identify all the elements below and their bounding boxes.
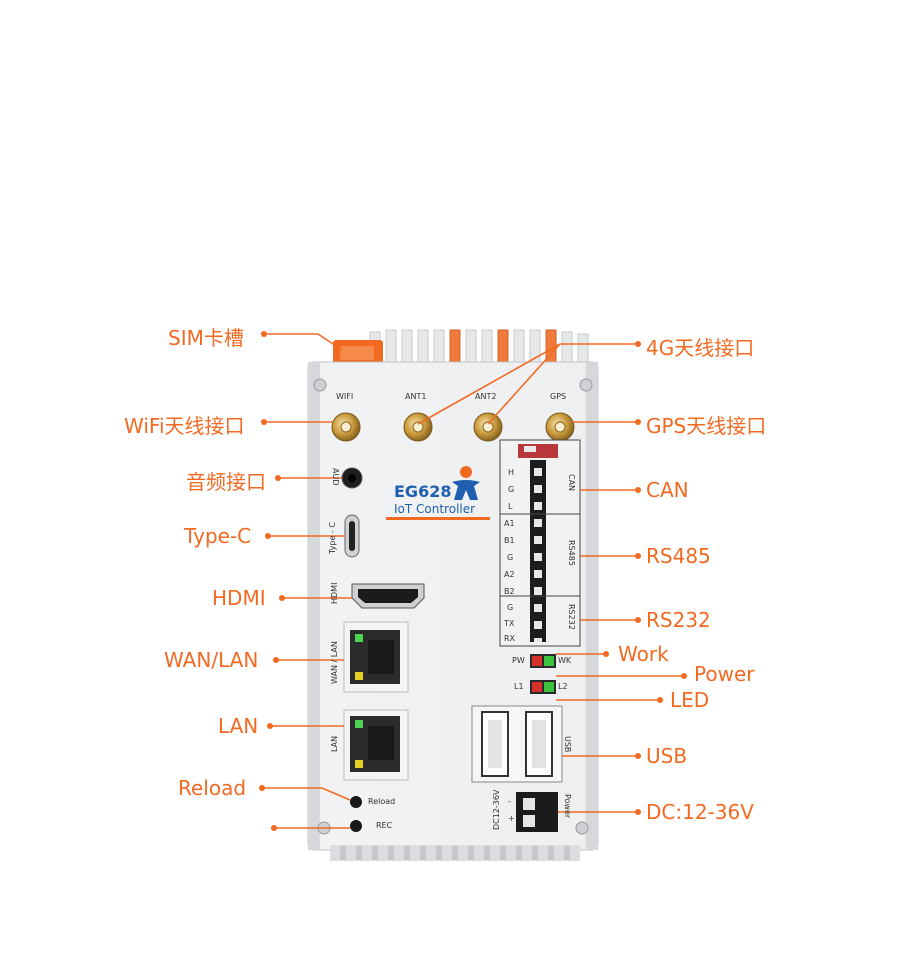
callout-rs232: RS232 [646, 608, 711, 632]
l2-label: L2 [558, 682, 568, 691]
bottom-heatsink [330, 845, 580, 861]
wk-label: WK [558, 656, 572, 665]
status-leds [530, 654, 556, 694]
pin-rx: RX [504, 634, 516, 643]
callout-wifi-antenna: WiFi天线接口 [124, 414, 245, 438]
callout-lines [262, 333, 684, 829]
callout-can: CAN [646, 478, 689, 502]
pin-can-h: H [508, 468, 515, 477]
left-rail [308, 362, 320, 850]
callout-dots [259, 331, 687, 831]
callout-sim: SIM卡槽 [168, 326, 244, 350]
screws [313, 378, 593, 835]
can-label: CAN [567, 474, 576, 492]
top-heatsink [369, 329, 589, 367]
callout-led: LED [670, 688, 710, 712]
pin-a2: A2 [504, 570, 515, 579]
callout-gps-antenna: GPS天线接口 [646, 414, 767, 438]
sim-slot [333, 340, 383, 366]
wan-lan-label: WAN / LAN [330, 641, 339, 684]
aud-label: AUD [331, 468, 340, 486]
dc-connector [516, 792, 558, 832]
callout-usb: USB [646, 744, 688, 768]
pin-232-g: G [507, 603, 514, 612]
callout-wan-lan: WAN/LAN [164, 648, 259, 672]
pin-can-g: G [508, 485, 515, 494]
power-label: Power [563, 794, 572, 819]
usb-ports [471, 705, 563, 783]
callout-typec: Type-C [184, 524, 252, 548]
pin-a1: A1 [504, 519, 515, 528]
callout-hdmi: HDMI [212, 586, 266, 610]
rs232-label: RS232 [567, 604, 576, 630]
dc-minus: - [508, 797, 511, 806]
ant-label-ant2: ANT2 [475, 392, 497, 401]
ant-label-ant1: ANT1 [405, 392, 427, 401]
dc-label: DC12-36V [492, 789, 501, 830]
callout-work: Work [618, 642, 669, 666]
brand-name: EG628 [394, 482, 452, 501]
pin-b1: B1 [504, 536, 515, 545]
brand-subtitle: IoT Controller [394, 502, 476, 516]
pin-tx: TX [504, 619, 515, 628]
lan-label: LAN [330, 735, 339, 752]
terminal-block [499, 439, 581, 647]
ant-label-gps: GPS [550, 392, 567, 401]
rec-hole [350, 820, 362, 832]
rec-label: REC [376, 821, 393, 830]
callout-rs485: RS485 [646, 544, 711, 568]
l1-label: L1 [514, 682, 524, 691]
callout-lan: LAN [218, 714, 259, 738]
pin-can-l: L [508, 502, 513, 511]
ant-label-wifi: WIFI [336, 392, 354, 401]
wan-lan-port [343, 621, 409, 693]
callout-power: Power [694, 662, 755, 686]
lan-port [343, 709, 409, 781]
callout-audio: 音频接口 [186, 470, 266, 494]
right-rail [586, 362, 598, 850]
pin-b2: B2 [504, 587, 515, 596]
callout-4g-antenna: 4G天线接口 [646, 336, 755, 360]
pw-label: PW [512, 656, 525, 665]
typec-label: Type - C [328, 522, 337, 554]
rs485-label: RS485 [567, 540, 576, 566]
brand-logo [386, 466, 490, 520]
pin-485-g: G [507, 553, 514, 562]
callout-dc: DC:12-36V [646, 800, 754, 824]
hdmi-label: HDMI [330, 582, 339, 604]
sma-connectors [331, 412, 575, 442]
usb-label: USB [563, 736, 572, 753]
reload-button [350, 796, 362, 808]
callout-reload: Reload [178, 776, 247, 800]
reload-label: Reload [368, 797, 396, 806]
dc-plus: + [508, 814, 515, 823]
